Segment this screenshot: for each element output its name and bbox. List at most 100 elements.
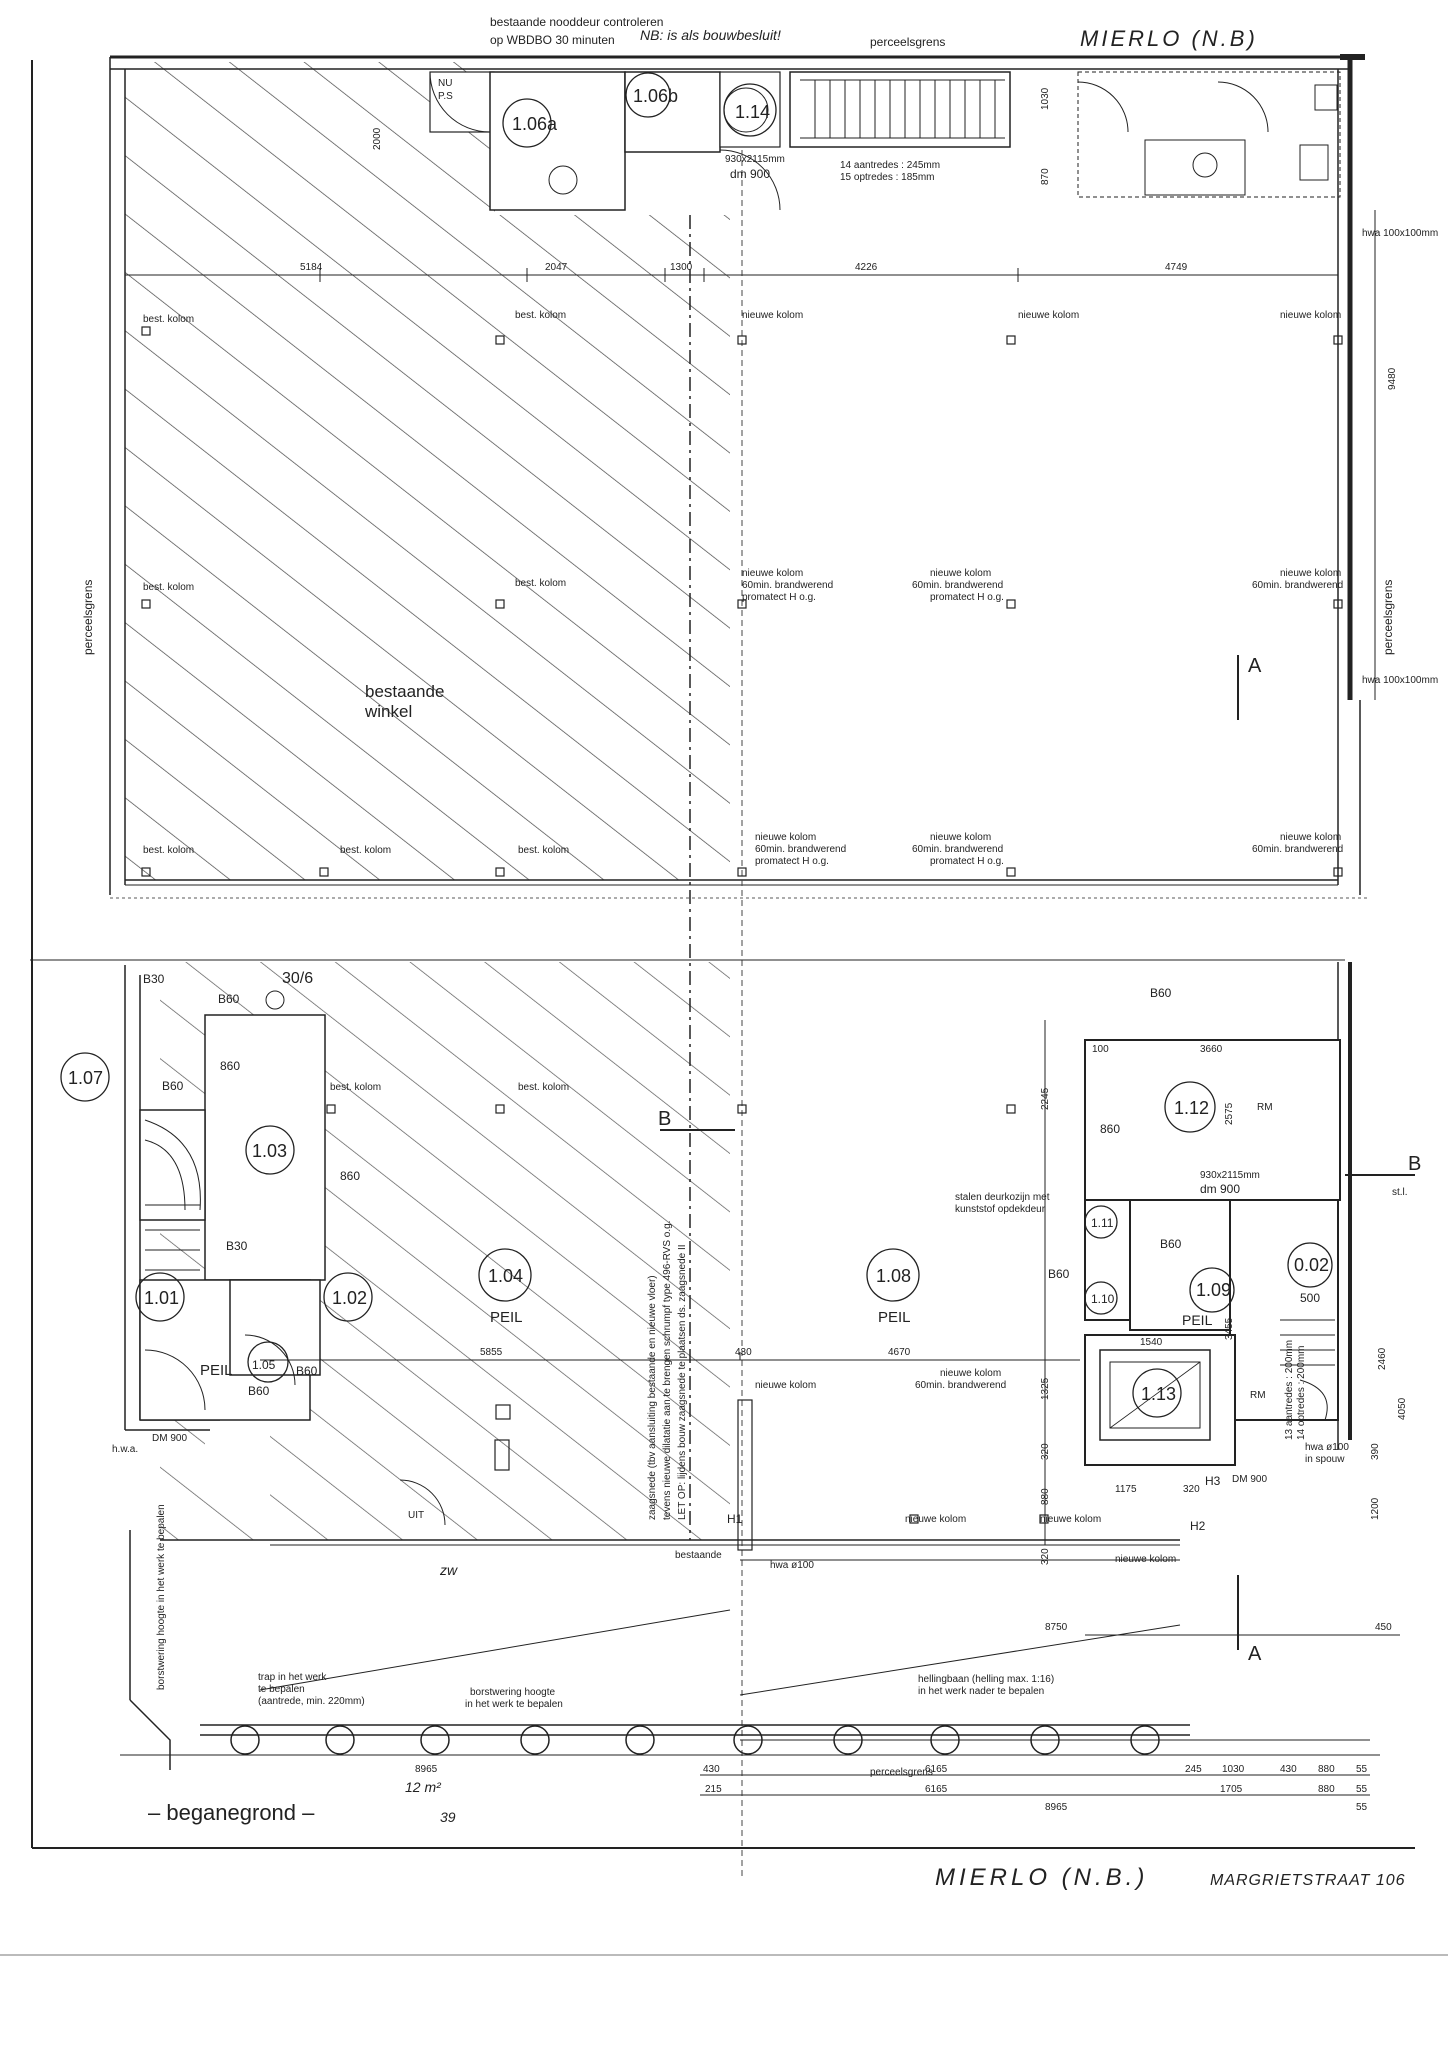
section-b-left: B xyxy=(658,1108,671,1130)
dim-215: 215 xyxy=(705,1784,722,1795)
nieuwe-kolom-12: nieuwe kolom xyxy=(905,1514,966,1525)
trap-note-3: (aantrede, min. 220mm) xyxy=(258,1696,365,1707)
dim-880-bottom: 880 xyxy=(1318,1764,1335,1775)
dim-8965-right: 8965 xyxy=(1045,1802,1068,1813)
dim-430-mid: 430 xyxy=(735,1347,752,1358)
b60-1: B60 xyxy=(218,992,240,1006)
st1-label: st.l. xyxy=(1392,1187,1408,1198)
dim-320-2: 320 xyxy=(1040,1548,1051,1565)
room-109: 1.09 xyxy=(1196,1280,1231,1300)
peil-109: PEIL xyxy=(1182,1312,1213,1328)
saw-cut-note-3: LET OP: lijdens bouw zaagsnede te plaats… xyxy=(677,1244,688,1520)
location-top: MIERLO (N.B) xyxy=(1080,26,1258,51)
peil-108: PEIL xyxy=(878,1309,911,1326)
nieuwe-kolom-14: nieuwe kolom xyxy=(1115,1554,1176,1565)
dim-6165-1: 6165 xyxy=(925,1764,948,1775)
door-swing-105 xyxy=(244,1334,296,1386)
section-a-lower: A xyxy=(1248,1643,1262,1665)
peil-101: PEIL xyxy=(200,1362,233,1379)
room-114: 1.14 xyxy=(735,102,770,122)
best-kolom-9: best. kolom xyxy=(518,1082,569,1093)
dim-880-1: 880 xyxy=(1040,1488,1051,1505)
room-108: 1.08 xyxy=(876,1266,911,1286)
brandwerend-9: 60min. brandwerend xyxy=(1252,844,1343,855)
stair-right-2: 14 optredes : 200mm xyxy=(1296,1346,1307,1441)
dim-1200: 1200 xyxy=(1370,1497,1381,1520)
nieuwe-kolom-2: nieuwe kolom xyxy=(1018,310,1079,321)
nieuwe-kolom-4: nieuwe kolom xyxy=(742,568,803,579)
dim-8750: 8750 xyxy=(1045,1622,1068,1633)
dim-5184: 5184 xyxy=(300,262,323,273)
emergency-door-swing xyxy=(429,71,491,133)
dim-245: 245 xyxy=(1185,1764,1202,1775)
dim-55-2: 55 xyxy=(1356,1784,1368,1795)
borstwering-vertical: borstwering hoogte in het werk te bepale… xyxy=(156,1504,167,1690)
b60-109: B60 xyxy=(1160,1237,1182,1251)
room-112: 1.12 xyxy=(1174,1098,1209,1118)
ps-label: P.S xyxy=(438,91,453,102)
room-103: 1.03 xyxy=(252,1141,287,1161)
dim-1705: 1705 xyxy=(1220,1784,1243,1795)
room-id-circles xyxy=(60,72,1333,1418)
dim-1030-top: 1030 xyxy=(1040,87,1051,110)
nu-label: NU xyxy=(438,78,452,89)
trap-note-2: te bepalen xyxy=(258,1684,305,1695)
room-107: 1.07 xyxy=(68,1068,103,1088)
parcel-boundary-bottom: perceelsgrens xyxy=(870,1767,933,1778)
trap-note-1: trap in het werk xyxy=(258,1672,327,1683)
nieuwe-kolom-9: nieuwe kolom xyxy=(1280,832,1341,843)
stair-top-2: 15 optredes : 185mm xyxy=(840,172,935,183)
upper-outer-walls xyxy=(109,54,1370,899)
emergency-note-1: bestaande nooddeur controleren xyxy=(490,15,663,29)
dim-4226: 4226 xyxy=(855,262,878,273)
dim-2000: 2000 xyxy=(372,127,383,150)
dim-6165-2: 6165 xyxy=(925,1784,948,1795)
hand-note-39: 39 xyxy=(440,1809,456,1825)
stair-top-1: 14 aantredes : 245mm xyxy=(840,160,940,171)
door-size-112: 930x2115mm xyxy=(1200,1170,1260,1181)
dm900-112: dm 900 xyxy=(1200,1182,1240,1196)
dim-880-bottom-2: 880 xyxy=(1318,1784,1335,1795)
door-swing-101 xyxy=(144,1349,206,1411)
dim-430-bottom-2: 430 xyxy=(1280,1764,1297,1775)
nieuwe-kolom-6: nieuwe kolom xyxy=(1280,568,1341,579)
best-kolom-2: best. kolom xyxy=(515,310,566,321)
nieuwe-kolom-8: nieuwe kolom xyxy=(930,832,991,843)
uit-sign: UIT xyxy=(408,1510,424,1521)
top-right-sanitary xyxy=(1077,71,1341,198)
upper-dimension-line xyxy=(125,210,1376,700)
stair-right xyxy=(1280,1319,1335,1421)
dim-870-top: 870 xyxy=(1040,168,1051,185)
room-113: 1.13 xyxy=(1141,1384,1176,1404)
brandwerend-4: 60min. brandwerend xyxy=(742,580,833,591)
dim-8965-left: 8965 xyxy=(415,1764,438,1775)
ramp xyxy=(259,1609,1181,1726)
promatect-7: promatect H o.g. xyxy=(755,856,829,867)
borstwering-note-1: borstwering hoogte xyxy=(470,1687,555,1698)
saw-cut-note-1: zaagsnede (tbv aansluiting bestaande en … xyxy=(647,1275,658,1520)
existing-shop-line1: bestaande xyxy=(365,682,444,701)
rm-109: RM xyxy=(1250,1390,1266,1401)
room-106a: 1.06a xyxy=(512,114,558,134)
b30-mid: B30 xyxy=(226,1239,248,1253)
section-a-upper: A xyxy=(1248,655,1262,677)
room-101: 1.01 xyxy=(144,1288,179,1308)
planter-row xyxy=(200,1724,1190,1755)
x860-2: 860 xyxy=(340,1169,360,1183)
dim-9480: 9480 xyxy=(1387,367,1398,390)
dim-2245: 2245 xyxy=(1040,1087,1051,1110)
section-b-right: B xyxy=(1408,1153,1421,1175)
door-swing-114 xyxy=(719,149,781,211)
lower-dimension-lines xyxy=(120,1020,1400,1796)
nieuwe-kolom-3: nieuwe kolom xyxy=(1280,310,1341,321)
parcel-boundary-left: perceelsgrens xyxy=(81,580,95,655)
door-swing-uit xyxy=(399,1479,446,1526)
fire-rating: 30/6 xyxy=(282,970,313,987)
dim-1175: 1175 xyxy=(1115,1484,1137,1495)
existing-shop-hatch-area xyxy=(125,62,730,880)
helling-note-1: hellingbaan (helling max. 1:16) xyxy=(918,1674,1054,1685)
parcel-boundary-right: perceelsgrens xyxy=(1381,580,1395,655)
dim-3660: 3660 xyxy=(1200,1044,1223,1055)
dim-5855: 5855 xyxy=(480,1347,503,1358)
dm900-top: dm 900 xyxy=(730,167,770,181)
